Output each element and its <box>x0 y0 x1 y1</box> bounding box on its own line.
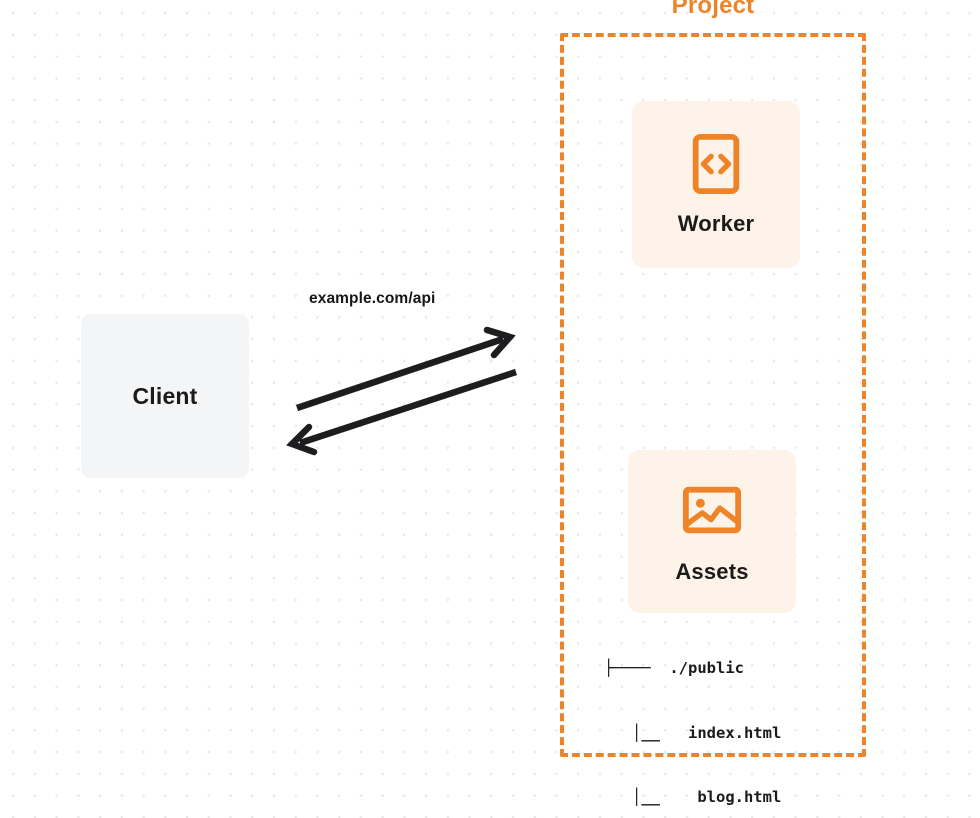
image-icon <box>682 486 742 533</box>
worker-card-label: Worker <box>677 210 755 236</box>
project-group: Project <box>560 0 866 757</box>
assets-card[interactable]: Assets <box>628 450 796 613</box>
response-arrow <box>286 368 518 456</box>
code-brackets-icon <box>692 133 740 194</box>
file-tree-row: ├──── ./public <box>604 659 744 677</box>
file-tree-row: │__ index.html <box>604 723 782 742</box>
assets-file-tree: ├──── ./public │__ index.html │__ blog.h… <box>604 615 781 818</box>
request-arrow <box>295 326 516 412</box>
assets-card-label: Assets <box>675 558 749 584</box>
connection-label: example.com/api <box>309 290 436 307</box>
worker-card[interactable]: Worker <box>632 101 800 268</box>
client-node-label: Client <box>132 382 198 409</box>
client-node[interactable]: Client <box>81 314 249 478</box>
file-tree-row: │__ blog.html <box>604 788 782 806</box>
project-group-title: Project <box>671 0 755 19</box>
